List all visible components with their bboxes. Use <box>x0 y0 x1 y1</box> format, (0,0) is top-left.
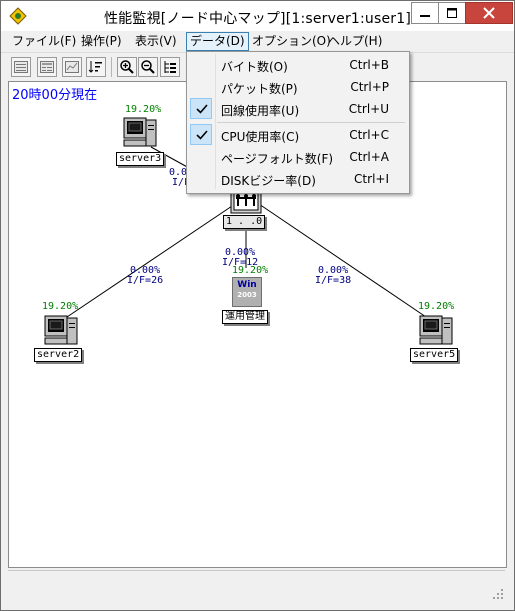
menu-item-label: パケット数(P) <box>221 82 298 96</box>
toolbar-list-button[interactable] <box>11 57 31 77</box>
maximize-button[interactable] <box>438 2 466 24</box>
server2-node-label[interactable]: server2 <box>34 348 83 362</box>
server5-node-label[interactable]: server5 <box>410 348 459 362</box>
menu-operation[interactable]: 操作(P) <box>81 34 122 48</box>
menu-item-cpu-usage[interactable]: CPU使用率(C) Ctrl+C <box>189 124 407 146</box>
server5-link-label: 0.00% I/F=38 <box>315 266 351 286</box>
server2-link-if: I/F=26 <box>127 275 164 286</box>
title-bar: 性能監視[ノード中心マップ][1:server1:user1] <box>1 1 514 31</box>
menu-gutter <box>215 54 216 189</box>
server3-link-if: I/F <box>172 177 191 188</box>
menu-item-disk-busy[interactable]: DISKビジー率(D) Ctrl+I <box>189 168 407 190</box>
menu-view[interactable]: 表示(V) <box>135 34 177 48</box>
timestamp-label: 20時00分現在 <box>12 88 98 103</box>
toolbar-graph-button[interactable] <box>62 57 82 77</box>
menu-item-shortcut: Ctrl+I <box>354 172 389 186</box>
server3-node-label[interactable]: server3 <box>116 152 165 166</box>
server2-link-label: 0.00% I/F=26 <box>127 266 163 286</box>
zoom-in-button[interactable] <box>117 57 137 77</box>
data-dropdown-menu: バイト数(O) Ctrl+B パケット数(P) Ctrl+P 回線使用率(U) … <box>186 51 410 194</box>
tree-layout-button[interactable] <box>160 57 180 77</box>
status-bar <box>8 570 505 601</box>
menu-bar: ファイル(F) 操作(P) 表示(V) データ(D) オプション(O) ヘルプ(… <box>1 31 514 52</box>
menu-item-bytes[interactable]: バイト数(O) Ctrl+B <box>189 54 407 76</box>
sort-icon <box>88 61 102 73</box>
hub-node-label[interactable]: 1 . .0 <box>223 215 266 229</box>
menu-item-label: ページフォルト数(F) <box>221 152 334 166</box>
server5-link-if: I/F=38 <box>315 275 352 286</box>
server3-link-label: 0.00 I/F <box>169 168 193 188</box>
menu-item-label: 回線使用率(U) <box>221 104 300 118</box>
menu-item-shortcut: Ctrl+P <box>350 80 389 94</box>
admin-link-rate: 0.00% <box>225 247 256 258</box>
app-diamond-icon <box>9 7 27 25</box>
cpu-usage-check <box>190 124 212 145</box>
server5-computer-icon[interactable] <box>419 315 453 347</box>
resize-grip-icon[interactable] <box>491 587 505 601</box>
link-line-server2 <box>63 201 239 320</box>
server2-computer-icon[interactable] <box>44 315 78 347</box>
server5-cpu-value: 19.20% <box>418 301 455 312</box>
menu-data[interactable]: データ(D) <box>186 32 249 51</box>
toolbar-separator <box>111 57 112 77</box>
menu-item-shortcut: Ctrl+B <box>349 58 389 72</box>
toolbar-sort-button[interactable] <box>86 57 106 77</box>
tree-layout-icon <box>164 61 176 73</box>
menu-item-label: バイト数(O) <box>221 60 288 74</box>
menu-item-shortcut: Ctrl+A <box>349 150 389 164</box>
toolbar-table-button[interactable] <box>37 57 57 77</box>
server3-link-rate: 0.00 <box>169 167 194 178</box>
zoom-out-icon <box>141 60 155 74</box>
menu-item-label: CPU使用率(C) <box>221 130 300 144</box>
close-button[interactable] <box>465 2 513 24</box>
graph-view-icon <box>65 61 79 73</box>
admin-link-label: 0.00% I/F=12 <box>222 248 258 268</box>
minimize-icon <box>420 15 430 17</box>
window-title: 性能監視[ノード中心マップ][1:server1:user1] <box>103 11 412 27</box>
menu-item-line-usage[interactable]: 回線使用率(U) Ctrl+U <box>189 98 407 120</box>
admin-cpu-value: 19.20% <box>232 265 269 276</box>
checkmark-icon <box>196 104 208 114</box>
menu-file[interactable]: ファイル(F) <box>12 34 77 48</box>
server5-link-rate: 0.00% <box>318 265 349 276</box>
menu-item-packets[interactable]: パケット数(P) Ctrl+P <box>189 76 407 98</box>
zoom-in-icon <box>120 60 134 74</box>
checkmark-icon <box>196 130 208 140</box>
server3-cpu-value: 19.20% <box>125 104 162 115</box>
admin-icon-text-2: 2003 <box>237 291 257 299</box>
link-line-server5 <box>255 201 430 320</box>
menu-item-label: DISKビジー率(D) <box>221 174 316 188</box>
server2-link-rate: 0.00% <box>130 265 161 276</box>
admin-link-if: I/F=12 <box>222 257 259 268</box>
close-icon <box>483 7 495 19</box>
admin-icon-text-1: Win <box>237 280 257 290</box>
zoom-out-button[interactable] <box>138 57 158 77</box>
menu-item-shortcut: Ctrl+C <box>349 128 389 142</box>
admin-node-label[interactable]: 運用管理 <box>222 310 268 324</box>
menu-help[interactable]: ヘルプ(H) <box>328 34 383 48</box>
line-usage-check <box>190 98 212 119</box>
menu-item-page-faults[interactable]: ページフォルト数(F) Ctrl+A <box>189 146 407 168</box>
list-view-icon <box>14 61 28 73</box>
server3-computer-icon[interactable] <box>123 117 157 149</box>
table-view-icon <box>40 61 54 73</box>
maximize-icon <box>447 8 457 18</box>
menu-separator <box>217 122 405 123</box>
server2-cpu-value: 19.20% <box>42 301 79 312</box>
menu-options[interactable]: オプション(O) <box>252 34 331 48</box>
admin-windows-server-icon[interactable]: Win 2003 <box>232 277 262 307</box>
minimize-button[interactable] <box>411 2 439 24</box>
menu-item-shortcut: Ctrl+U <box>348 102 389 116</box>
